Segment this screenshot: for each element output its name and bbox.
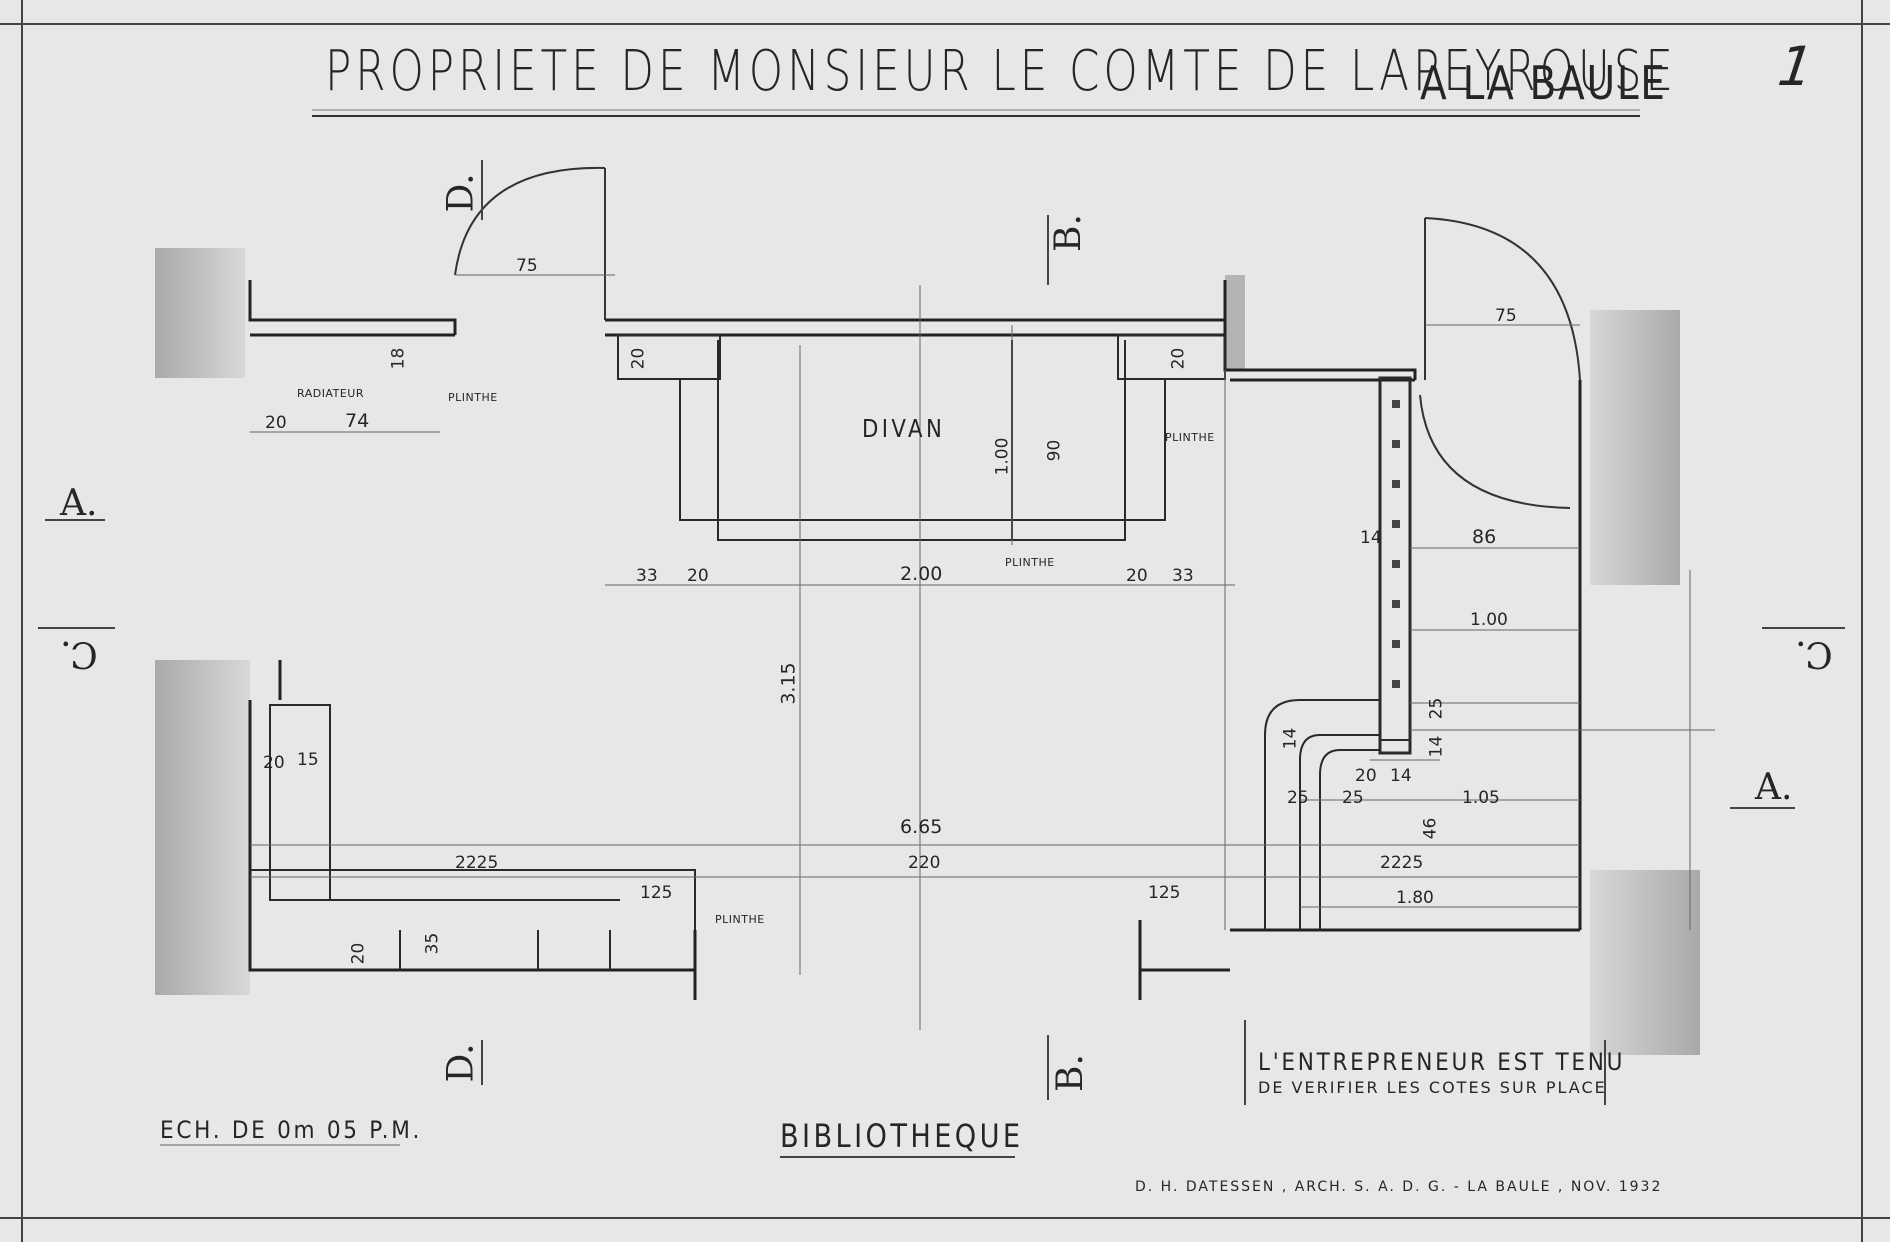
door-swings (454, 166, 1581, 509)
section-label-b-top: B. (1047, 214, 1089, 252)
dim-left-return: 125 (640, 883, 673, 903)
dim-radiator-depth: 18 (388, 347, 409, 370)
room-name: BIBLIOTHEQUE (780, 1117, 1024, 1155)
dimension-lines (250, 274, 1715, 1030)
dim-left-cabinet-wall: 20 (263, 753, 285, 773)
section-label-d-top: D. (440, 173, 482, 213)
dim-divan-seat: 90 (1044, 439, 1065, 462)
section-label-a-left: A. (60, 483, 98, 524)
plinth-label-4: PLINTHE (715, 913, 765, 926)
plinth-label-1: PLINTHE (448, 391, 498, 404)
dim-right-bench-length: 2225 (1380, 853, 1424, 873)
dim-corner-25a: 25 (1287, 788, 1309, 808)
dim-right-return: 125 (1148, 883, 1181, 903)
dim-shelf-25: 25 (1426, 697, 1447, 720)
drawing-title-suffix: A LA BAULE (1420, 56, 1667, 110)
dim-radiator-wall: 20 (265, 413, 287, 433)
contractor-note-line1: L'ENTREPRENEUR EST TENU (1258, 1048, 1626, 1076)
dim-shelf-14: 14 (1426, 735, 1447, 758)
dim-bench-depth: 35 (422, 932, 443, 955)
section-markers (38, 160, 1845, 1105)
dim-shelf-post: 14 (1360, 528, 1382, 548)
dim-bench-wall: 20 (348, 942, 369, 965)
dim-door-width-left: 75 (516, 256, 538, 276)
bookshelf-uprights (1392, 400, 1400, 688)
architect-signature: D. H. DATESSEN , ARCH. S. A. D. G. - LA … (1135, 1179, 1663, 1195)
dim-corner-14: 14 (1280, 727, 1301, 750)
existing-walls (155, 248, 1700, 1055)
section-label-b-bottom: B. (1049, 1054, 1091, 1092)
dim-cabinet-left-depth: 20 (628, 347, 649, 370)
dim-divan-depth: 1.00 (992, 437, 1013, 476)
dim-shelf-unit: 1.00 (1470, 610, 1508, 630)
dim-room-depth: 3.15 (777, 662, 800, 705)
dim-door-width-right: 75 (1495, 306, 1517, 326)
section-label-d-bottom: D. (440, 1043, 482, 1083)
section-label-c-left: C. (60, 633, 98, 674)
dim-corner-20: 20 (1355, 766, 1377, 786)
dim-left-cabinet-depth: 15 (297, 750, 319, 770)
dim-right-shelf: 20 (1126, 566, 1148, 586)
section-label-c-right: C. (1795, 633, 1833, 674)
built-in-furniture (250, 334, 1412, 970)
dim-room-width: 6.65 (900, 816, 943, 838)
dim-radiator-width: 74 (345, 410, 370, 432)
contractor-note-line2: DE VERIFIER LES COTES SUR PLACE (1258, 1078, 1607, 1097)
dim-shelf-depth: 86 (1472, 526, 1497, 548)
plinth-label-2: PLINTHE (1165, 431, 1215, 444)
divan-label: DIVAN (862, 414, 946, 443)
radiator-label: RADIATEUR (297, 387, 364, 400)
dim-left-bench-length: 2225 (455, 853, 499, 873)
dim-corner-25b: 25 (1342, 788, 1364, 808)
dim-right-105: 1.05 (1462, 788, 1500, 808)
dim-right-46: 46 (1420, 817, 1441, 840)
scale-label: ECH. DE 0m 05 P.M. (160, 1116, 423, 1144)
dim-left-margin: 33 (636, 566, 658, 586)
plinth-label-3: PLINTHE (1005, 556, 1055, 569)
section-label-a-right: A. (1755, 767, 1793, 808)
dim-corner-14b: 14 (1390, 766, 1412, 786)
dim-divan-width: 2.00 (900, 563, 943, 585)
dim-right-margin: 33 (1172, 566, 1194, 586)
drawing-title: PROPRIETE DE MONSIEUR LE COMTE DE LAPEYR… (325, 39, 1677, 104)
dim-left-shelf: 20 (687, 566, 709, 586)
dim-cabinet-right-depth: 20 (1168, 347, 1189, 370)
dim-middle-span: 220 (908, 853, 941, 873)
dim-right-180: 1.80 (1396, 888, 1434, 908)
